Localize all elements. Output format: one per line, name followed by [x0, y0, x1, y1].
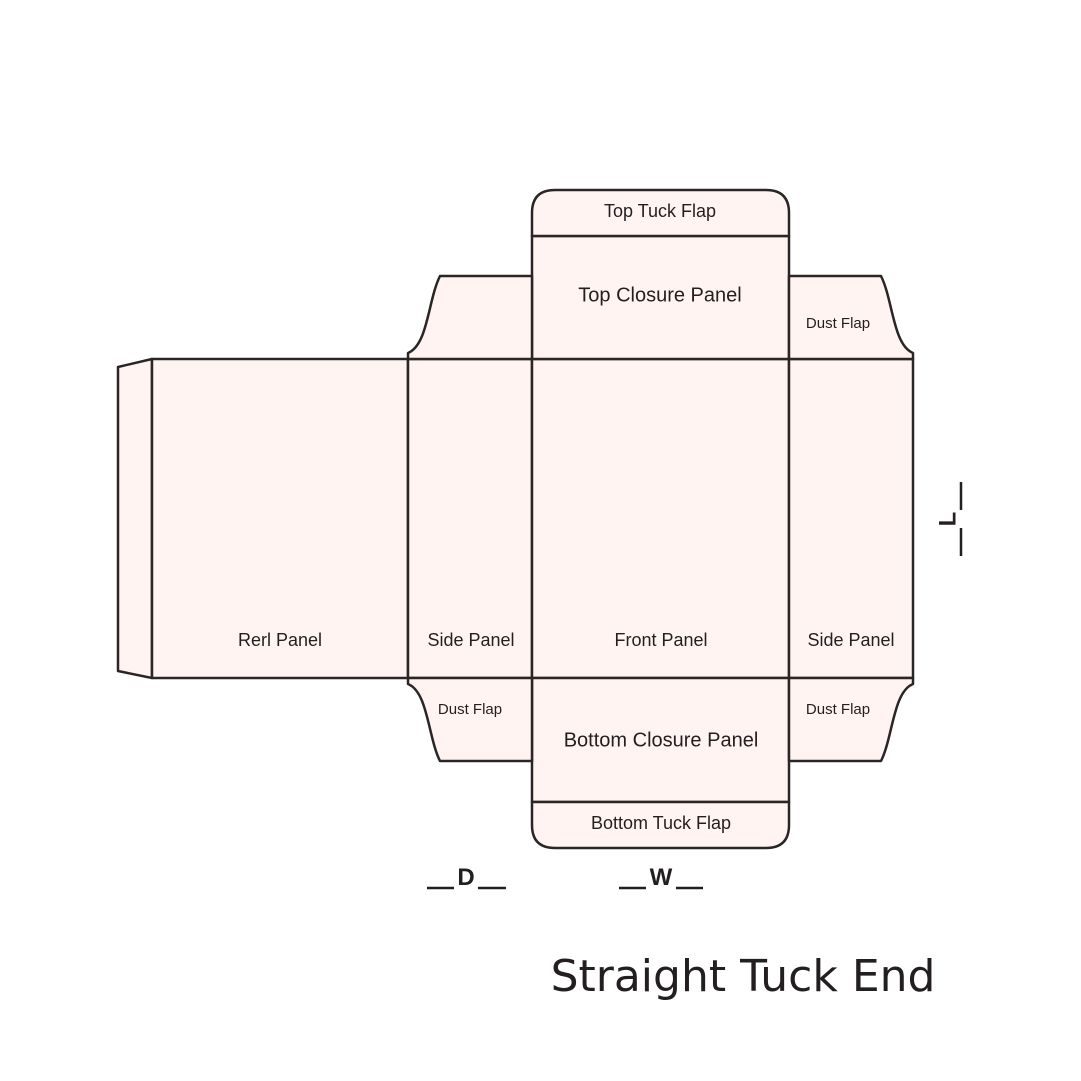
bottom-tuck-flap	[530, 800, 791, 850]
label-dust-flap-top-right: Dust Flap	[806, 315, 870, 332]
label-front-panel: Front Panel	[614, 630, 707, 650]
dust-flap-bottom-right	[787, 676, 915, 763]
label-side-panel-left: Side Panel	[427, 630, 514, 650]
dimension-width-label: W	[650, 864, 673, 891]
top-closure-panel	[530, 234, 791, 361]
rear-panel	[150, 357, 410, 680]
label-side-panel-right: Side Panel	[807, 630, 894, 650]
dimension-length-label: L	[934, 512, 961, 527]
dust-flap-bottom-left	[406, 676, 534, 763]
label-top-tuck-flap: Top Tuck Flap	[604, 201, 716, 221]
diagram-title: Straight Tuck End	[551, 951, 936, 1002]
dimension-depth: D	[427, 864, 506, 891]
top-tuck-flap	[530, 188, 791, 238]
label-dust-flap-bottom-right: Dust Flap	[806, 701, 870, 718]
glue-flap	[116, 357, 154, 680]
side-panel-right	[787, 357, 915, 680]
dust-flap-top-right	[787, 274, 915, 361]
label-top-closure-panel: Top Closure Panel	[578, 284, 741, 306]
dimension-depth-label: D	[457, 864, 474, 891]
dimension-length: L	[934, 482, 963, 556]
label-dust-flap-bottom-left: Dust Flap	[438, 701, 502, 718]
dust-flap-top-left	[406, 274, 534, 361]
side-panel-left	[406, 357, 534, 680]
label-bottom-closure-panel: Bottom Closure Panel	[564, 729, 759, 751]
label-bottom-tuck-flap: Bottom Tuck Flap	[591, 813, 731, 833]
label-rear-panel: Rerl Panel	[238, 630, 322, 650]
dimension-width: W	[619, 864, 703, 891]
